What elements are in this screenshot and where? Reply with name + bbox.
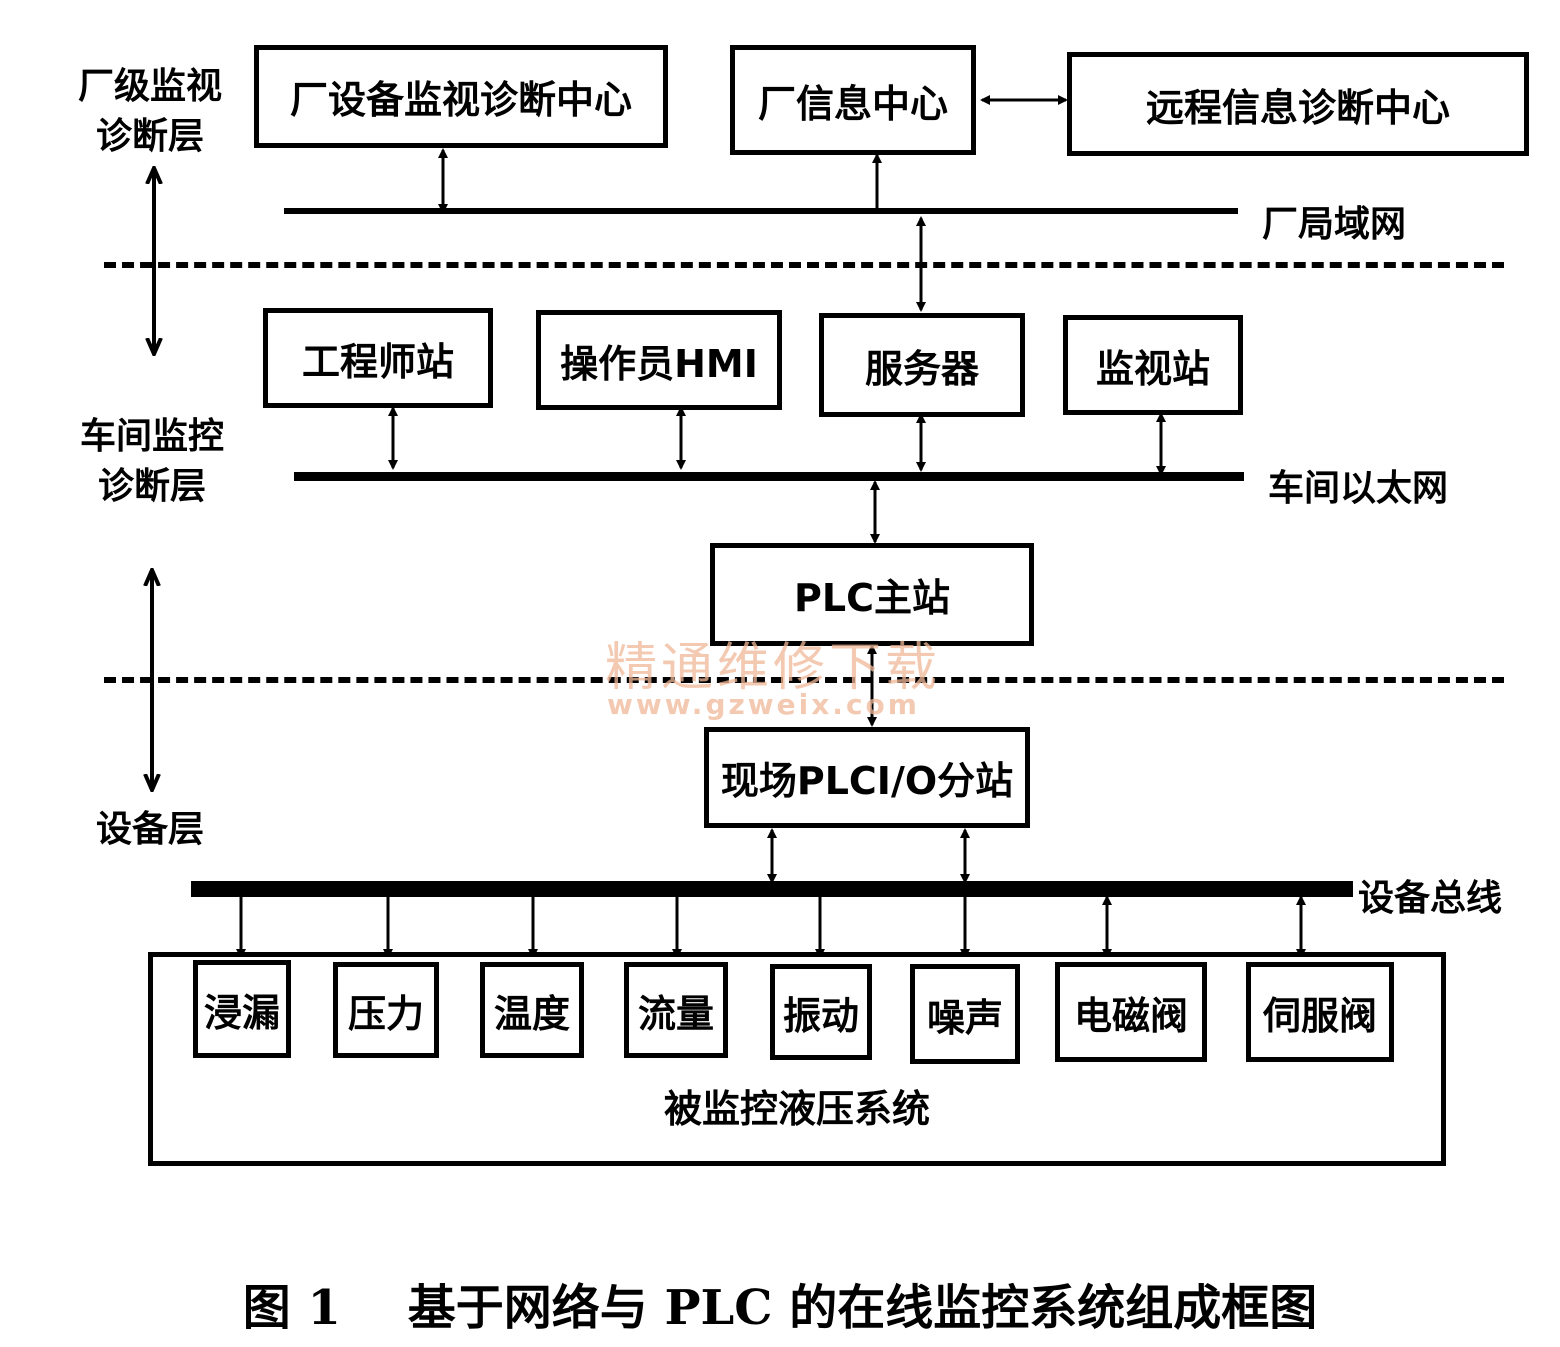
sensor-solenoid-valve: 电磁阀 [1055, 962, 1207, 1062]
device-bus-line [191, 881, 1353, 897]
layer-label-plant: 厂级监视 诊断层 [60, 62, 240, 162]
sensor-pressure: 压力 [333, 962, 439, 1058]
layer-label-device: 设备层 [95, 809, 204, 850]
layer-label-workshop: 车间监控 诊断层 [62, 412, 242, 512]
monitor-station-box: 监视站 [1063, 315, 1243, 415]
sensor-leak: 浸漏 [193, 960, 291, 1058]
sensor-noise: 噪声 [910, 964, 1020, 1064]
separator-plant-workshop [104, 262, 1504, 268]
remote-diagnosis-center-box: 远程信息诊断中心 [1067, 52, 1529, 156]
plant-info-center-box: 厂信息中心 [730, 45, 976, 155]
equipment-diagnosis-center-box: 厂设备监视诊断中心 [254, 45, 668, 148]
layer-label-workshop-line1: 车间监控 [79, 416, 224, 457]
sensor-vibration: 振动 [770, 964, 872, 1060]
sensor-temperature: 温度 [480, 962, 584, 1058]
figure-caption: 图 1 基于网络与 PLC 的在线监控系统组成框图 [242, 1280, 1318, 1336]
layer-label-workshop-line2: 诊断层 [97, 466, 206, 507]
layer-label-plant-line2: 诊断层 [95, 116, 204, 157]
layer-label-plant-line1: 厂级监视 [77, 66, 222, 107]
hydraulic-system-label: 被监控液压系统 [663, 1087, 930, 1131]
plc-io-substation-box: 现场PLCI/O分站 [704, 727, 1030, 828]
sensor-flow: 流量 [624, 962, 728, 1058]
engineer-station-box: 工程师站 [263, 308, 493, 408]
watermark-url: www.gzweix.com [607, 688, 920, 721]
plant-lan-line [284, 208, 1238, 214]
workshop-ethernet-label: 车间以太网 [1268, 468, 1449, 509]
operator-hmi-box: 操作员HMI [536, 310, 782, 410]
sensor-servo-valve: 伺服阀 [1246, 962, 1394, 1062]
plant-lan-label: 厂局域网 [1262, 204, 1407, 245]
separator-workshop-device [104, 677, 1504, 683]
plc-master-box: PLC主站 [710, 543, 1034, 646]
workshop-ethernet-line [294, 472, 1244, 481]
server-box: 服务器 [819, 313, 1025, 417]
device-bus-label: 设备总线 [1358, 878, 1503, 919]
watermark-text: 精通维修下载 [605, 638, 942, 698]
